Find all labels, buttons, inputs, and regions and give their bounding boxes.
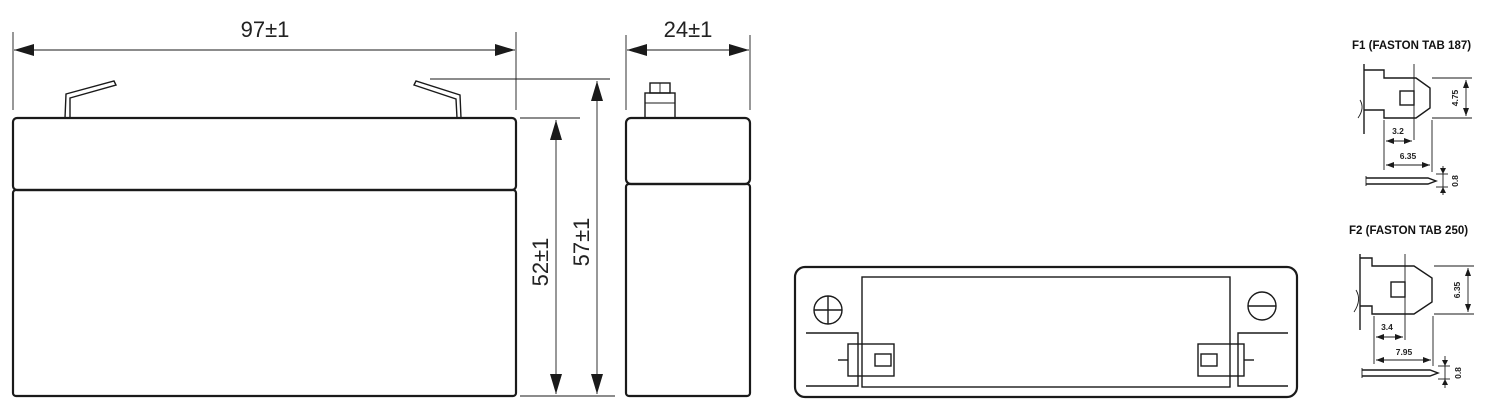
negative-marker-icon <box>1247 291 1277 321</box>
top-outline <box>793 265 1299 399</box>
f2-thickness-label: 0.8 <box>1453 367 1463 379</box>
front-lid <box>11 116 518 192</box>
side-lid <box>624 116 752 186</box>
top-terminal-left <box>838 343 895 377</box>
f2-hole-offset-label: 3.4 <box>1381 322 1393 332</box>
f1-thickness-label: 0.8 <box>1450 175 1460 187</box>
dim-length-label: 97±1 <box>241 17 290 42</box>
front-view: 97±1 52±1 57±1 <box>11 17 615 398</box>
top-view <box>793 265 1299 399</box>
dim-case-height-label: 52±1 <box>528 238 553 287</box>
f1-hole-offset-label: 3.2 <box>1392 126 1404 136</box>
dim-width-label: 24±1 <box>664 17 713 42</box>
f1-title: F1 (FASTON TAB 187) <box>1352 40 1471 52</box>
front-body <box>11 188 518 398</box>
f2-height-label: 6.35 <box>1452 281 1462 298</box>
f2-title: F2 (FASTON TAB 250) <box>1349 225 1468 237</box>
dim-total-height-label: 57±1 <box>569 218 594 267</box>
side-view: 24±1 <box>624 17 752 398</box>
front-terminal-left <box>64 80 118 119</box>
f1-height-label: 4.75 <box>1450 89 1460 106</box>
f2-terminal-detail: F2 (FASTON TAB 250) 6.35 3.4 7.95 0.8 <box>1349 225 1474 388</box>
positive-marker-icon <box>813 295 843 325</box>
side-terminal <box>644 82 676 119</box>
f1-terminal-detail: F1 (FASTON TAB 187) 4.75 3.2 6.35 <box>1352 40 1472 195</box>
top-inner-panel <box>861 276 1231 388</box>
f2-width-label: 7.95 <box>1396 347 1413 357</box>
f1-width-label: 6.35 <box>1400 151 1417 161</box>
top-terminal-right <box>1197 343 1254 377</box>
side-body <box>624 182 752 398</box>
front-terminal-right <box>413 80 462 119</box>
